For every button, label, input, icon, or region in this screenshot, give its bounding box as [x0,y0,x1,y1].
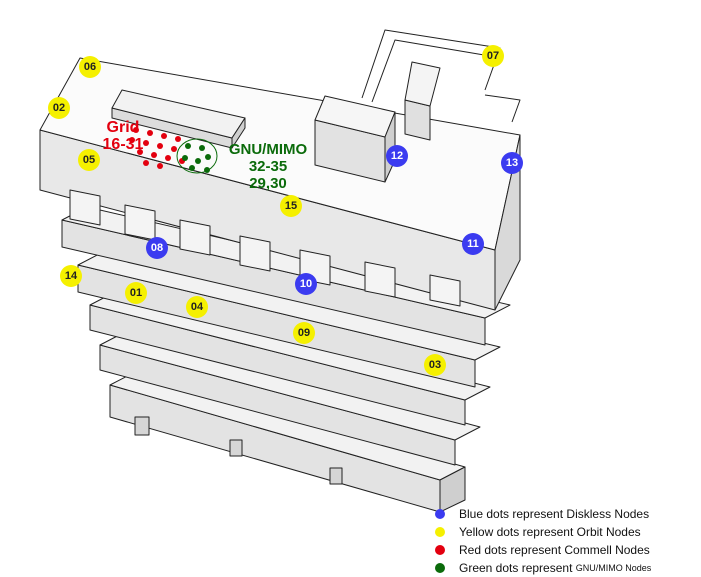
roof-frame [361,29,521,123]
legend-blue-text: Blue dots represent Diskless Nodes [459,507,650,521]
gnu-mimo-title: GNU/MIMO [228,141,308,158]
legend: Blue dots represent Diskless Nodes Yello… [433,505,698,577]
legend-row-orbit: Yellow dots represent Orbit Nodes [433,523,698,541]
orbit-node-15[interactable]: 15 [280,195,302,217]
roof-tower [404,61,441,141]
legend-row-commell: Red dots represent Commell Nodes [433,541,698,559]
legend-row-diskless: Blue dots represent Diskless Nodes [433,505,698,523]
grid-range: 16-31 [102,136,144,153]
blue-dot-icon [435,509,445,519]
green-dot-icon [435,563,445,573]
orbit-node-09[interactable]: 09 [293,322,315,344]
diskless-node-13[interactable]: 13 [501,152,523,174]
orbit-node-03[interactable]: 03 [424,354,446,376]
diskless-node-12[interactable]: 12 [386,145,408,167]
roof-bar [111,89,246,149]
commell-dot-cluster [129,127,185,169]
yellow-dot-icon [435,527,445,537]
legend-row-gnu-mimo: Green dots represent GNU/MIMO Nodes [433,559,698,577]
grid-title: Grid [106,119,140,136]
diskless-node-10[interactable]: 10 [295,273,317,295]
orbit-node-01[interactable]: 01 [125,282,147,304]
diskless-node-11[interactable]: 11 [462,233,484,255]
orbit-node-02[interactable]: 02 [48,97,70,119]
orbit-node-06[interactable]: 06 [79,56,101,78]
roof-cube [314,95,396,183]
grid-label: Grid 16-31 [96,119,150,153]
red-dot-icon [435,545,445,555]
diskless-node-08[interactable]: 08 [146,237,168,259]
orbit-node-04[interactable]: 04 [186,296,208,318]
gnu-mimo-range-2: 29,30 [249,175,287,192]
orbit-node-07[interactable]: 07 [482,45,504,67]
orbit-node-14[interactable]: 14 [60,265,82,287]
gnu-mimo-range-1: 32-35 [248,158,288,175]
legend-green-suffix: GNU/MIMO Nodes [575,563,652,573]
floor-slab-7 [109,371,466,513]
legend-yellow-text: Yellow dots represent Orbit Nodes [459,525,641,539]
orbit-node-05[interactable]: 05 [78,149,100,171]
legend-green-text: Green dots represent [459,561,573,575]
gnu-mimo-dot-cluster [176,138,218,174]
legend-red-text: Red dots represent Commell Nodes [459,543,650,557]
gnu-mimo-label: GNU/MIMO 32-35 29,30 [220,141,316,192]
